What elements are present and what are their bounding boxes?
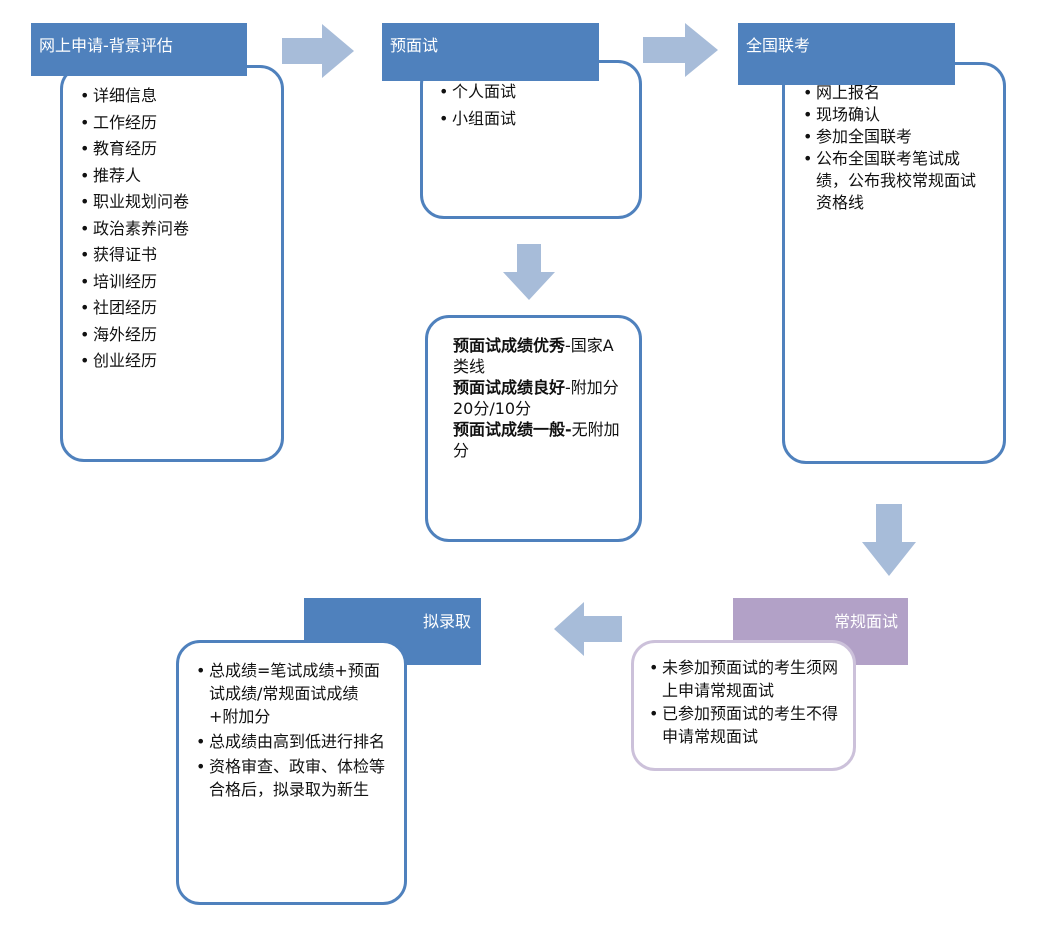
list-item: 小组面试 [439,106,629,133]
left-arrow-icon [554,602,622,656]
step1-list: 详细信息 工作经历 教育经历 推荐人 职业规划问卷 政治素养问卷 获得证书 培训… [80,83,271,375]
list-item: 详细信息 [80,83,271,110]
result-line-average: 预面试成绩一般-无附加分 [453,420,620,460]
down-arrow-icon [862,504,916,576]
step4-box: 未参加预面试的考生须网上申请常规面试 已参加预面试的考生不得申请常规面试 [631,640,856,771]
list-item: 海外经历 [80,322,271,349]
list-item: 社团经历 [80,295,271,322]
step2-box: 个人面试 小组面试 [420,60,642,219]
list-item: 未参加预面试的考生须网上申请常规面试 [649,656,843,702]
down-arrow-icon [503,244,555,300]
list-item: 网上报名 [803,82,981,104]
list-item: 教育经历 [80,136,271,163]
list-item: 公布全国联考笔试成绩，公布我校常规面试资格线 [803,148,981,214]
step2-title: 预面试 [382,23,599,81]
step3-box: 网上报名 现场确认 参加全国联考 公布全国联考笔试成绩，公布我校常规面试资格线 [782,62,1006,464]
list-item: 培训经历 [80,269,271,296]
list-item: 职业规划问卷 [80,189,271,216]
list-item: 资格审查、政审、体检等合格后，拟录取为新生 [196,755,386,801]
step1-title: 网上申请-背景评估 [31,23,247,76]
step5-list: 总成绩=笔试成绩+预面试成绩/常规面试成绩+附加分 总成绩由高到低进行排名 资格… [196,659,386,801]
step3-list: 网上报名 现场确认 参加全国联考 公布全国联考笔试成绩，公布我校常规面试资格线 [803,82,981,214]
step4-list: 未参加预面试的考生须网上申请常规面试 已参加预面试的考生不得申请常规面试 [649,656,843,748]
list-item: 总成绩由高到低进行排名 [196,730,386,753]
list-item: 现场确认 [803,104,981,126]
result-line-excellent: 预面试成绩优秀-国家A类线 [453,336,614,376]
list-item: 已参加预面试的考生不得申请常规面试 [649,702,843,748]
right-arrow-icon [282,24,354,78]
list-item: 总成绩=笔试成绩+预面试成绩/常规面试成绩+附加分 [196,659,386,728]
list-item: 政治素养问卷 [80,216,271,243]
list-item: 推荐人 [80,163,271,190]
step5-box: 总成绩=笔试成绩+预面试成绩/常规面试成绩+附加分 总成绩由高到低进行排名 资格… [176,640,407,905]
preinterview-result-box: 预面试成绩优秀-国家A类线 预面试成绩良好-附加分20分/10分 预面试成绩一般… [425,315,642,542]
list-item: 获得证书 [80,242,271,269]
list-item: 工作经历 [80,110,271,137]
list-item: 创业经历 [80,348,271,375]
step2-list: 个人面试 小组面试 [439,79,629,132]
result-line-good: 预面试成绩良好-附加分20分/10分 [453,378,619,418]
list-item: 参加全国联考 [803,126,981,148]
right-arrow-icon [643,23,718,77]
step3-title: 全国联考 [738,23,955,85]
list-item: 个人面试 [439,79,629,106]
step1-box: 详细信息 工作经历 教育经历 推荐人 职业规划问卷 政治素养问卷 获得证书 培训… [60,65,284,462]
